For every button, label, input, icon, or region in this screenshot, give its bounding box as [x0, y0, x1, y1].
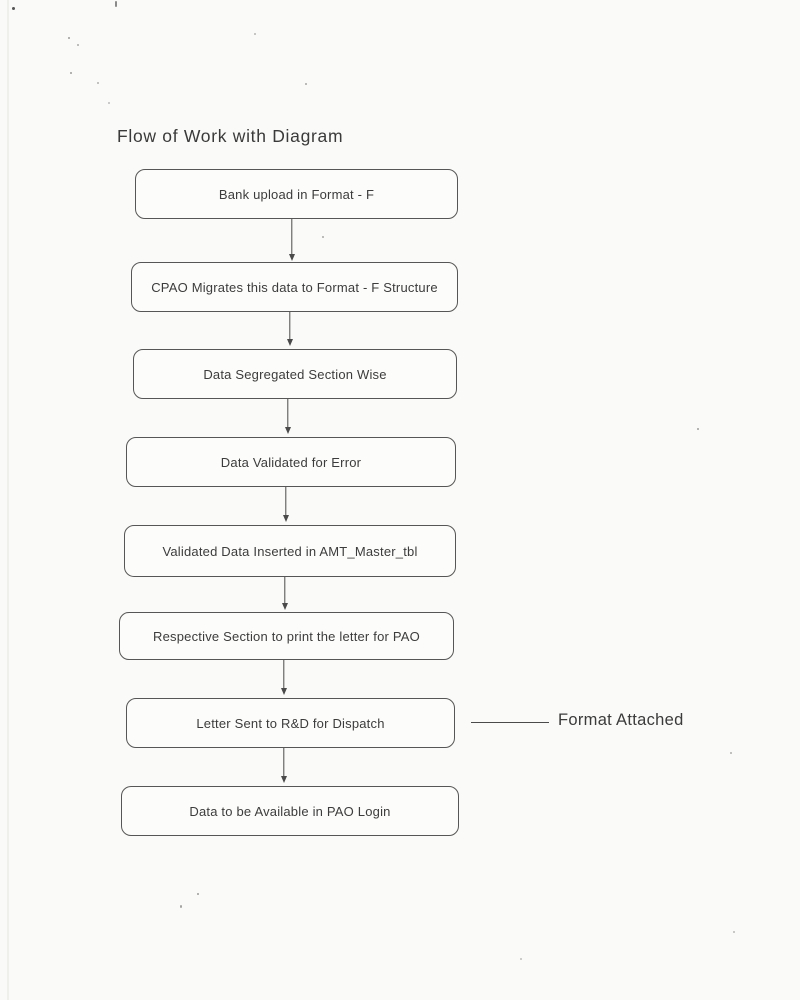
scan-speck — [733, 931, 735, 933]
scan-speck — [305, 83, 307, 85]
scan-speck — [97, 82, 99, 84]
scan-speck — [197, 893, 199, 895]
scan-edge-artifact — [7, 0, 9, 1000]
scan-speck — [108, 102, 110, 104]
annotation-connector-line — [471, 722, 549, 723]
flow-step-6: Respective Section to print the letter f… — [119, 612, 454, 660]
flow-step-3: Data Segregated Section Wise — [133, 349, 457, 399]
flow-step-4: Data Validated for Error — [126, 437, 456, 487]
flow-arrow-2-3 — [285, 312, 295, 346]
flow-step-7: Letter Sent to R&D for Dispatch — [126, 698, 455, 748]
scan-speck — [697, 428, 699, 430]
flow-step-8: Data to be Available in PAO Login — [121, 786, 459, 836]
flow-step-1: Bank upload in Format - F — [135, 169, 458, 219]
scan-speck — [68, 37, 70, 39]
scan-speck — [12, 7, 15, 10]
flow-step-5: Validated Data Inserted in AMT_Master_tb… — [124, 525, 456, 577]
scan-speck — [254, 33, 256, 35]
scan-speck — [730, 752, 732, 754]
scan-speck — [520, 958, 522, 960]
scan-speck — [322, 236, 324, 238]
scan-speck — [180, 905, 182, 908]
flow-arrow-6-7 — [279, 660, 289, 695]
scan-speck — [70, 72, 72, 74]
annotation-label: Format Attached — [558, 711, 684, 729]
flow-arrow-7-8 — [279, 748, 289, 783]
flow-arrow-1-2 — [287, 219, 297, 261]
scan-speck — [115, 1, 117, 7]
flow-arrow-4-5 — [281, 487, 291, 522]
flow-arrow-3-4 — [283, 399, 293, 434]
page-title: Flow of Work with Diagram — [117, 126, 344, 146]
flow-step-2: CPAO Migrates this data to Format - F St… — [131, 262, 458, 312]
scan-speck — [77, 44, 79, 46]
flow-arrow-5-6 — [280, 577, 290, 610]
